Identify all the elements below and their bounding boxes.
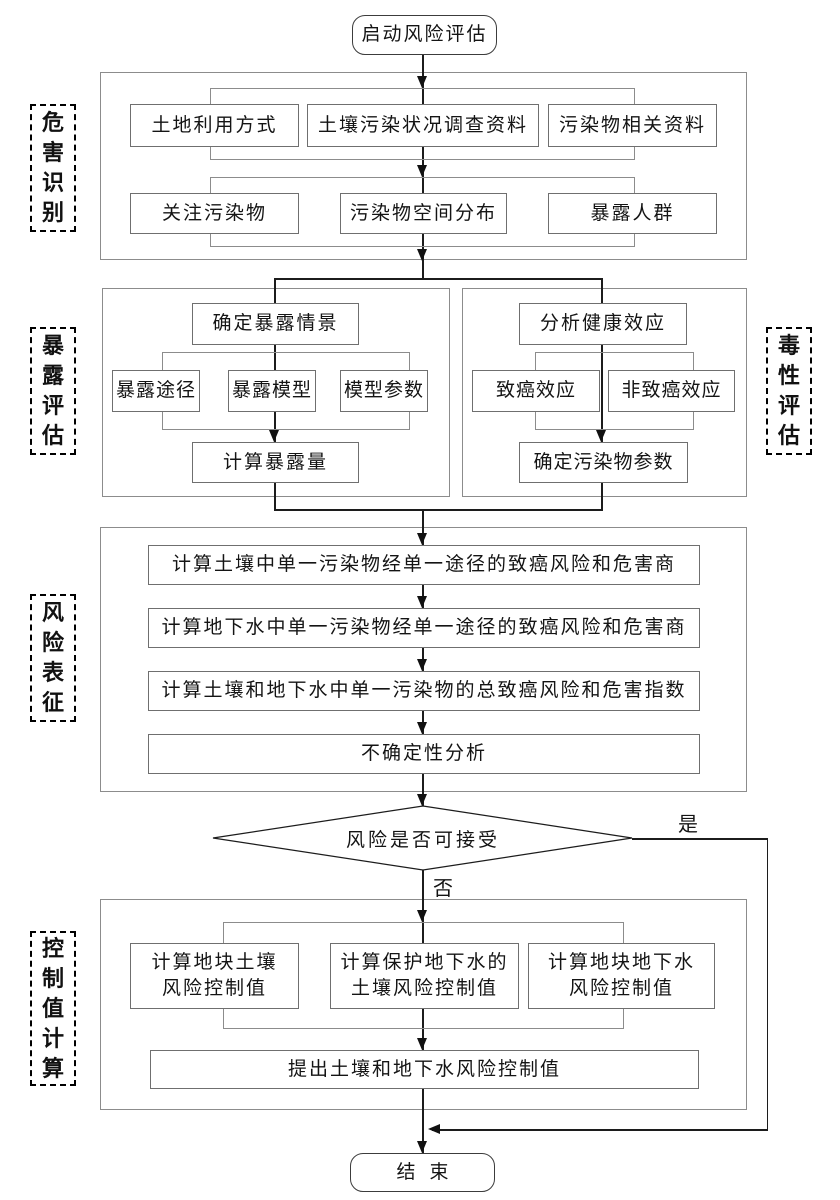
node-site-groundwater-control-value: 计算地块地下水 风险控制值 [528,943,715,1009]
end-terminal: 结束 [350,1153,495,1192]
flow-line-main-bottom [422,870,424,1153]
stage-label-exposure: 暴露评估 [30,327,76,455]
node-exposure-model: 暴露模型 [228,370,316,412]
node-uncertainty-analysis: 不确定性分析 [148,734,700,774]
start-terminal-label: 启动风险评估 [361,24,488,45]
flow-line-yes-right [766,838,768,1131]
node-calc-exposure: 计算暴露量 [192,442,359,483]
arrowhead-into-control-output [417,1038,427,1050]
stage-label-control-text: 控制值计算 [42,935,65,1081]
flow-line-yes-return [432,1129,768,1131]
control-section-frame [100,899,747,1110]
flow-line-merge [274,509,603,511]
decision-diamond-shape [212,805,633,871]
stage-label-toxicity: 毒性评估 [766,327,812,455]
node-site-soil-control-value: 计算地块土壤 风险控制值 [130,943,299,1009]
start-terminal: 启动风险评估 [352,15,497,55]
node-carcinogenic-effect: 致癌效应 [472,370,600,412]
toxicity-section-frame [462,288,747,497]
node-groundwater-protect-soil-control-value: 计算保护地下水的 土壤风险控制值 [330,943,519,1009]
flow-line-split [274,278,603,280]
arrowhead-into-charact-row2 [417,596,427,608]
stage-label-characterization: 风险表征 [30,594,76,722]
node-soil-single-risk: 计算土壤中单一污染物经单一途径的致癌风险和危害商 [148,545,700,585]
node-soil-survey-data: 土壤污染状况调查资料 [307,104,539,147]
flow-line-yes-top [632,838,768,840]
arrowhead-into-decision [417,794,427,806]
arrowhead-into-exposure-calc [269,430,279,442]
stage-label-exposure-text: 暴露评估 [42,333,65,448]
decision-diamond-label: 风险是否可接受 [345,829,500,851]
flow-line-main-middle [422,509,424,806]
node-exposure-scenario: 确定暴露情景 [192,303,359,345]
stage-label-hazard-text: 危害识别 [42,110,65,225]
node-exposure-pathway: 暴露途径 [112,370,200,412]
stage-label-hazard: 危害识别 [30,104,76,232]
arrowhead-into-charact-row1 [417,533,427,545]
arrowhead-into-charact-row3 [417,659,427,671]
stage-label-characterization-text: 风险表征 [42,600,65,715]
arrowhead-into-end [417,1141,427,1153]
node-model-parameters: 模型参数 [340,370,428,412]
node-groundwater-single-risk: 计算地下水中单一污染物经单一途径的致癌风险和危害商 [148,608,700,648]
arrowhead-into-control-band [417,910,427,922]
node-land-use: 土地利用方式 [130,104,299,147]
node-exposed-population: 暴露人群 [548,193,717,234]
no-branch-label: 否 [433,878,453,900]
arrowhead-hazard-exit [417,249,427,261]
node-health-effects: 分析健康效应 [519,303,687,345]
node-spatial-distribution: 污染物空间分布 [340,193,507,234]
arrowhead-into-charact-row4 [417,722,427,734]
node-concerned-pollutants: 关注污染物 [130,193,299,234]
end-terminal-label: 结束 [396,1161,463,1183]
arrowhead-into-toxicity-params [596,430,606,442]
node-noncarcinogenic-effect: 非致癌效应 [608,370,735,412]
arrowhead-yes-merge [428,1124,440,1134]
node-total-risk: 计算土壤和地下水中单一污染物的总致癌风险和危害指数 [148,671,700,711]
characterization-section-frame [100,527,747,792]
arrowhead-into-hazard-band1 [417,76,427,88]
yes-branch-label: 是 [678,814,698,836]
node-pollutant-data: 污染物相关资料 [548,104,717,147]
arrowhead-into-hazard-band2 [417,165,427,177]
node-pollutant-parameters: 确定污染物参数 [519,442,688,483]
stage-label-control: 控制值计算 [30,931,76,1086]
flow-line-toxicity-column [601,278,603,509]
exposure-section-frame [102,288,450,497]
stage-label-toxicity-text: 毒性评估 [778,333,801,448]
node-propose-control-values: 提出土壤和地下水风险控制值 [150,1050,699,1089]
